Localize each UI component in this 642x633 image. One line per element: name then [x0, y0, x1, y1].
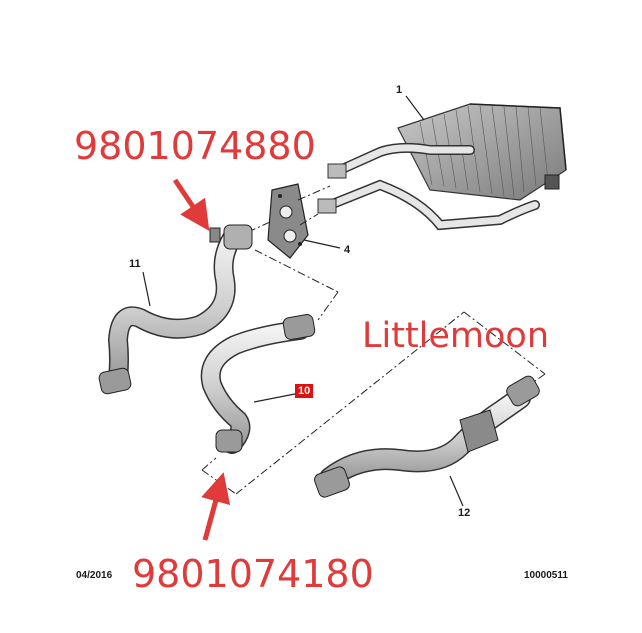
annotation-arrows [172, 178, 231, 541]
watermark-text: Littlemoon [362, 316, 550, 356]
hose-12 [314, 375, 540, 498]
leader-lines [142, 95, 464, 507]
hose-10 [200, 314, 316, 454]
callout-4: 4 [344, 244, 351, 256]
diagram-date: 04/2016 [76, 570, 113, 581]
callout-1: 1 [396, 84, 403, 96]
heater-core-pipes [317, 142, 540, 231]
callout-12: 12 [458, 507, 471, 519]
part-number-top: 9801074880 [74, 124, 316, 168]
flange-plate [267, 183, 309, 259]
diagram-code: 10000511 [524, 570, 568, 581]
hose-11 [98, 224, 253, 395]
callout-11: 11 [129, 258, 141, 270]
part-number-bottom: 9801074180 [132, 552, 374, 596]
callout-10-badge: 10 [295, 384, 314, 398]
